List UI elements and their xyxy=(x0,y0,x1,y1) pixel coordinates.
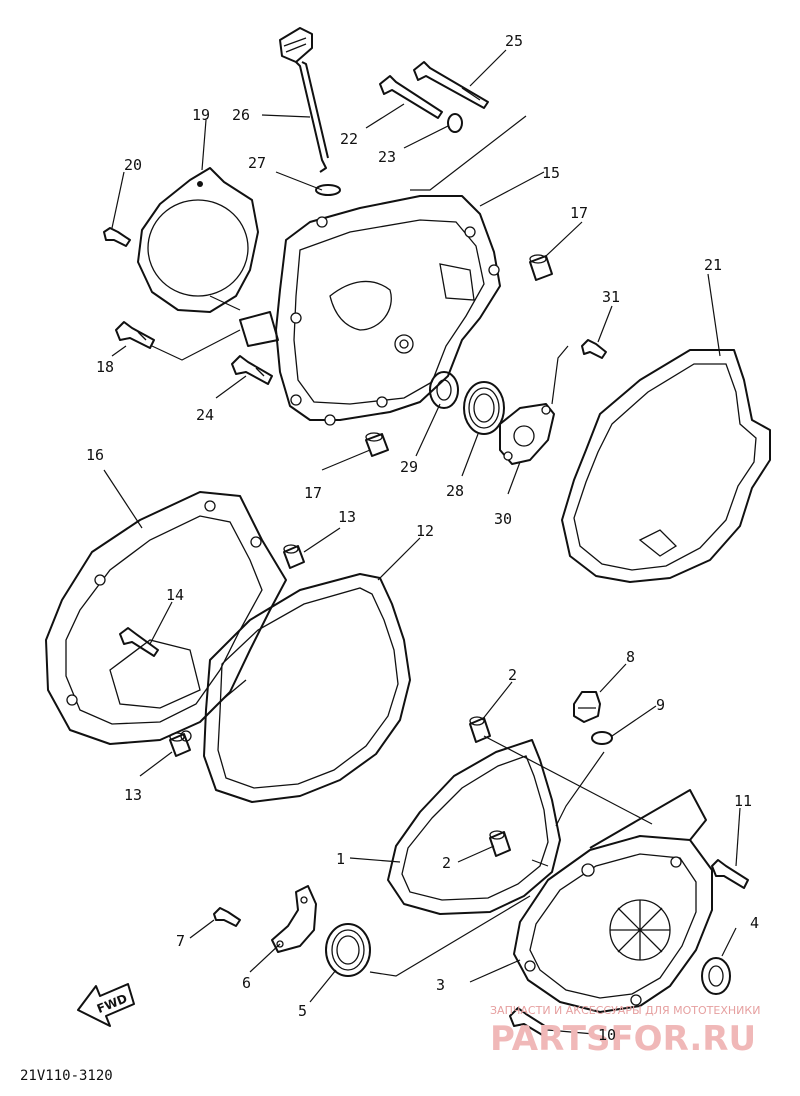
bolt-part xyxy=(231,355,273,385)
part-label-9: 9 xyxy=(656,696,665,714)
bearing-part xyxy=(325,923,371,977)
part-label-28: 28 xyxy=(446,482,464,500)
gasket-part xyxy=(387,739,561,915)
o-ring-part xyxy=(591,731,613,745)
watermark-brand: PARTSFOR.RU xyxy=(490,1019,756,1059)
cover-plate-part xyxy=(137,167,259,313)
retainer-plate-part xyxy=(271,885,317,953)
part-label-27: 27 xyxy=(248,154,266,172)
bolt-part xyxy=(119,627,159,657)
dowel-pin-part xyxy=(489,830,511,857)
part-label-12: 12 xyxy=(416,522,434,540)
diagram-code: 21V110-3120 xyxy=(20,1068,113,1084)
bearing-part xyxy=(463,381,505,435)
part-labels: 25 26 19 22 23 27 20 15 17 21 31 18 24 2… xyxy=(86,32,759,1044)
part-label-14: 14 xyxy=(166,586,184,604)
long-bolt-part xyxy=(379,75,443,119)
part-label-3: 3 xyxy=(436,976,445,994)
part-label-6: 6 xyxy=(242,974,251,992)
oil-seal-part xyxy=(701,957,731,995)
screw-part xyxy=(103,227,131,247)
part-label-4: 4 xyxy=(750,914,759,932)
part-label-20: 20 xyxy=(124,156,142,174)
part-label-7: 7 xyxy=(176,932,185,950)
part-label-29: 29 xyxy=(400,458,418,476)
bolt-part xyxy=(115,321,155,349)
dowel-pin-part xyxy=(169,732,191,757)
retainer-plate-part xyxy=(499,403,555,465)
o-ring-part xyxy=(315,184,341,196)
part-label-25: 25 xyxy=(505,32,523,50)
bolt-part xyxy=(509,1007,549,1037)
bolt-part xyxy=(711,859,749,889)
washer-part xyxy=(447,113,463,133)
part-label-16: 16 xyxy=(86,446,104,464)
dowel-pin-part xyxy=(469,716,491,743)
dowel-pin-part xyxy=(365,432,389,457)
part-label-2-bottom: 2 xyxy=(442,854,451,872)
part-label-22: 22 xyxy=(340,130,358,148)
part-label-23: 23 xyxy=(378,148,396,166)
part-label-24: 24 xyxy=(196,406,214,424)
leader-lines xyxy=(103,49,741,1035)
part-label-1: 1 xyxy=(336,850,345,868)
part-label-2-top: 2 xyxy=(508,666,517,684)
drain-plug-part xyxy=(573,691,601,723)
dipstick-part xyxy=(279,27,329,173)
part-label-17-top: 17 xyxy=(570,204,588,222)
fwd-arrow-icon: FWD xyxy=(77,983,135,1027)
part-label-10: 10 xyxy=(598,1026,616,1044)
dowel-pin-part xyxy=(529,254,553,281)
part-label-5: 5 xyxy=(298,1002,307,1020)
crankcase-half-part xyxy=(45,491,287,745)
part-label-21: 21 xyxy=(704,256,722,274)
gasket-part xyxy=(203,573,411,803)
crankcase-cover-part xyxy=(239,195,501,426)
part-label-31: 31 xyxy=(602,288,620,306)
part-label-19: 19 xyxy=(192,106,210,124)
clutch-cover-part xyxy=(513,789,713,1013)
long-bolt-part xyxy=(413,61,489,109)
part-label-30: 30 xyxy=(494,510,512,528)
part-label-13-top: 13 xyxy=(338,508,356,526)
watermark-tagline: ЗАПЧАСТИ И АКСЕССУАРЫ ДЛЯ МОТОТЕХНИКИ xyxy=(490,1004,760,1017)
oil-seal-part xyxy=(429,371,459,409)
dowel-pin-part xyxy=(283,544,305,569)
part-label-18: 18 xyxy=(96,358,114,376)
screw-part xyxy=(213,907,241,927)
part-label-26: 26 xyxy=(232,106,250,124)
screw-part xyxy=(581,339,607,359)
part-label-11: 11 xyxy=(734,792,752,810)
part-label-13-bottom: 13 xyxy=(124,786,142,804)
gasket-part xyxy=(561,349,771,583)
part-label-17-bottom: 17 xyxy=(304,484,322,502)
part-label-15: 15 xyxy=(542,164,560,182)
part-label-8: 8 xyxy=(626,648,635,666)
